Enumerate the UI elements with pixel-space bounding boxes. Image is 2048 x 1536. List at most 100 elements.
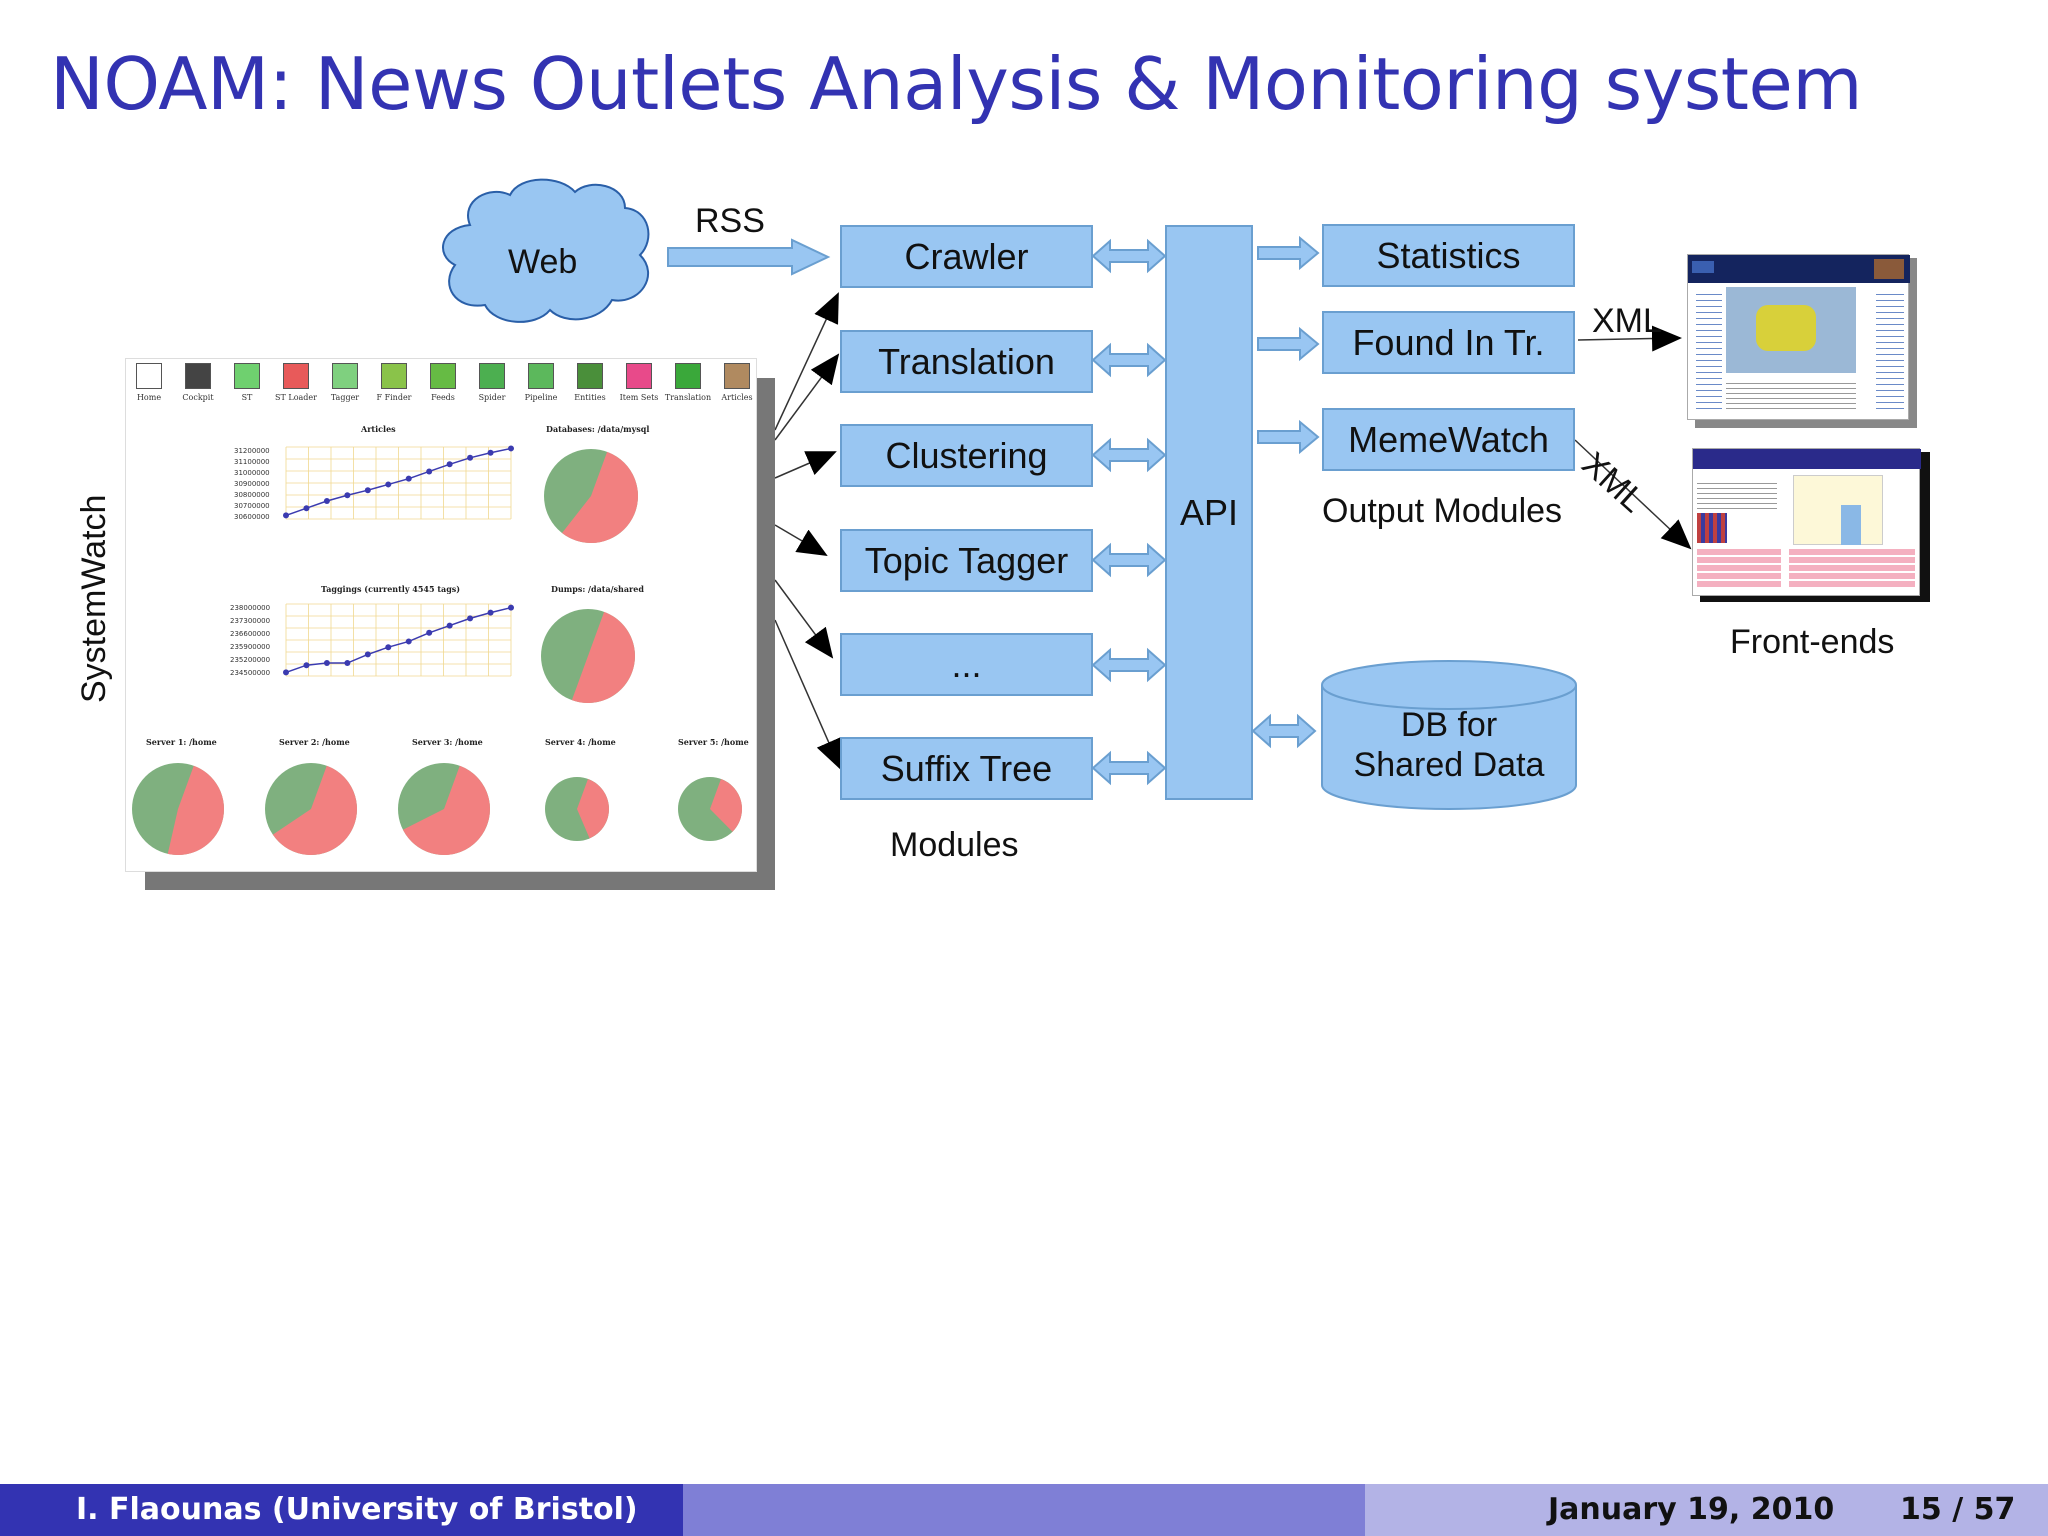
taggings-chart-point: [323, 660, 330, 667]
taggings-chart-point: [344, 660, 351, 667]
toolbar-label: Articles: [721, 393, 753, 402]
web-label: Web: [508, 243, 578, 281]
server1-title: Server 1: /home: [146, 737, 217, 747]
toolbar-icon-item-sets-icon[interactable]: [626, 363, 652, 389]
footer-right-band: [1365, 1484, 2048, 1536]
modules-caption: Modules: [890, 826, 1019, 864]
xml-label-top: XML: [1592, 302, 1662, 340]
articles-chart-point: [508, 445, 514, 452]
module-translation: Translation: [840, 330, 1093, 393]
server1-pie-used: [167, 765, 224, 855]
toolbar-label: Tagger: [330, 393, 360, 402]
articles-chart-point: [323, 498, 330, 504]
toolbar-label: Cockpit: [182, 393, 214, 402]
footer-date: January 19, 2010: [1548, 1492, 1835, 1527]
articles-chart-title: Articles: [361, 424, 396, 434]
db-label-line1: DB for: [1400, 706, 1498, 744]
server3-pie-used: [402, 765, 490, 855]
server5-title: Server 5: /home: [678, 737, 749, 747]
taggings-chart-point: [385, 644, 392, 651]
module-api-arrows: [1091, 235, 1320, 786]
toolbar-icon-cockpit-icon[interactable]: [185, 363, 211, 389]
xml-arrows: [1574, 325, 1692, 550]
articles-chart-point: [303, 505, 310, 512]
taggings-chart-point: [467, 615, 474, 622]
output-statistics: Statistics: [1322, 224, 1575, 287]
taggings-y-tick: 237300000: [230, 617, 271, 625]
taggings-chart-point: [364, 651, 371, 658]
web-cloud: [442, 178, 650, 323]
taggings-y-tick: 238000000: [230, 604, 271, 612]
taggings-chart-point: [426, 629, 433, 636]
articles-chart-point: [364, 487, 371, 494]
toolbar-icon-translation-icon[interactable]: [675, 363, 701, 389]
systemwatch-minicharts: [132, 445, 742, 855]
toolbar-label: Spider: [478, 393, 506, 402]
systemwatch-label: SystemWatch: [75, 494, 113, 703]
server3-title: Server 3: /home: [412, 737, 483, 747]
articles-y-tick: 31200000: [234, 447, 270, 455]
taggings-chart-line: [285, 606, 512, 674]
articles-y-tick: 31000000: [234, 469, 270, 477]
db-label-line2: Shared Data: [1353, 746, 1545, 784]
db-cylinder: [1321, 660, 1577, 810]
articles-chart-point: [467, 454, 474, 461]
server4-pie-used: [577, 778, 609, 839]
module-suffix-tree: Suffix Tree: [840, 737, 1093, 800]
module-crawler: Crawler: [840, 225, 1093, 288]
toolbar-icon-tagger-icon[interactable]: [332, 363, 358, 389]
articles-chart-point: [405, 475, 412, 482]
footer-author-band: [0, 1484, 683, 1536]
dumps-pie-used: [571, 611, 635, 703]
module-topic-tagger: Topic Tagger: [840, 529, 1093, 592]
toolbar-label: F Finder: [376, 393, 412, 402]
toolbar-icon-articles-icon[interactable]: [724, 363, 750, 389]
taggings-chart-point: [405, 638, 412, 645]
toolbar-icon-f-finder-icon[interactable]: [381, 363, 407, 389]
articles-y-tick: 30700000: [234, 502, 270, 510]
frontends-caption: Front-ends: [1730, 623, 1895, 661]
footer-middle-band: [683, 1484, 1365, 1536]
rss-label: RSS: [695, 202, 765, 240]
articles-chart-line: [285, 447, 512, 517]
toolbar-icon-pipeline-icon[interactable]: [528, 363, 554, 389]
taggings-y-tick: 235900000: [230, 643, 271, 651]
footer-author: I. Flaounas (University of Bristol): [76, 1492, 638, 1527]
articles-chart-point: [344, 492, 351, 499]
module-ellipsis: ...: [840, 633, 1093, 696]
databases-chart-title: Databases: /data/mysql: [546, 424, 650, 434]
taggings-chart-point: [487, 609, 494, 616]
articles-y-tick: 30600000: [234, 513, 270, 521]
toolbar-icon-home-icon[interactable]: [136, 363, 162, 389]
server2-pie-used: [272, 765, 357, 855]
articles-chart-point: [283, 512, 289, 519]
taggings-chart-title: Taggings (currently 4545 tags): [321, 584, 461, 594]
toolbar-label: Pipeline: [524, 393, 558, 402]
rss-arrow: [667, 238, 831, 276]
toolbar-label: Feeds: [431, 393, 455, 402]
found-in-translation-thumbnail: [1687, 254, 1917, 428]
api-bar: API: [1165, 225, 1253, 800]
articles-chart-point: [446, 461, 453, 468]
toolbar-label: ST Loader: [275, 393, 317, 402]
toolbar-icon-spider-icon[interactable]: [479, 363, 505, 389]
server2-title: Server 2: /home: [279, 737, 350, 747]
toolbar-icon-st-loader-icon[interactable]: [283, 363, 309, 389]
dumps-chart-title: Dumps: /data/shared: [551, 584, 644, 594]
toolbar-label: Item Sets: [619, 393, 659, 402]
taggings-chart-point: [446, 622, 453, 629]
toolbar-icon-entities-icon[interactable]: [577, 363, 603, 389]
slide-footer: [0, 1484, 2048, 1536]
output-found-in-tr: Found In Tr.: [1322, 311, 1575, 374]
articles-y-tick: 31100000: [234, 458, 270, 466]
articles-chart-point: [487, 449, 494, 456]
output-modules-caption: Output Modules: [1322, 492, 1563, 530]
server5-pie-used: [710, 778, 742, 832]
taggings-y-tick: 235200000: [230, 656, 271, 664]
articles-chart-point: [385, 481, 392, 488]
toolbar-icon-feeds-icon[interactable]: [430, 363, 456, 389]
databases-pie-used: [562, 451, 638, 543]
toolbar-icon-st-icon[interactable]: [234, 363, 260, 389]
